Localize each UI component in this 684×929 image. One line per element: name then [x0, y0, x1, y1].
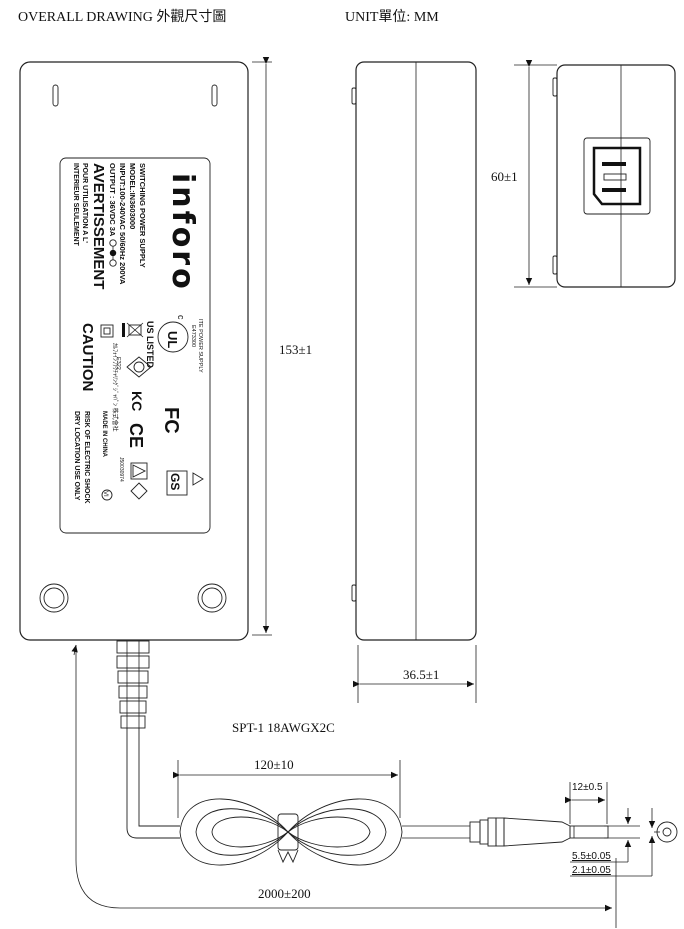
foot-right [197, 583, 227, 613]
ac-inlet-icon [583, 137, 651, 215]
gs-code: J50030974 [118, 457, 124, 482]
e-number: E473300 [190, 325, 196, 347]
class-ii-icon [100, 324, 114, 338]
svg-text:VI: VI [102, 491, 108, 497]
brand-logo: inforo [165, 173, 200, 292]
dimension-plug-id: 2.1±0.05 [570, 808, 656, 877]
drawing-title: OVERALL DRAWING 外觀尺寸圖 [18, 9, 226, 25]
dimension-plug-length-label: 12±0.5 [572, 782, 603, 793]
strain-relief [116, 640, 150, 729]
vent-slot-left [52, 84, 59, 107]
ce-mark: CE [126, 423, 146, 448]
pse-mark [130, 462, 148, 500]
svg-text:c: c [176, 315, 186, 320]
dimension-coil-width-label: 120±10 [254, 757, 294, 772]
side-view [351, 61, 477, 641]
svg-text:US LISTED: US LISTED [145, 321, 155, 369]
dimension-cable-length-label: 2000±200 [258, 886, 311, 901]
polarity-icon [109, 239, 117, 267]
rcm-mark [126, 356, 152, 378]
dimension-length-label: 153±1 [279, 342, 312, 357]
dimension-plug-length: 12±0.5 [565, 782, 608, 824]
warning-fr-line1: POUR UTILISATION A L' [81, 163, 88, 243]
dc-plug [469, 817, 609, 847]
caution-line2: DRY LOCATION USE ONLY [73, 411, 80, 501]
ul-listed-mark: UL c US LISTED [145, 315, 189, 369]
warning-fr-title: AVERTISSEMENT [90, 163, 107, 289]
kc-mark: KC [129, 391, 145, 411]
cable-spec: SPT-1 18AWGX2C [232, 720, 335, 735]
dimension-width: 60±1 [491, 60, 557, 288]
caution-title: CAUTION [79, 323, 96, 391]
cable-coil [179, 798, 403, 866]
dimension-thickness: 36.5±1 [353, 645, 477, 703]
vi-efficiency-mark: VI [101, 489, 113, 501]
weee-bin-icon [122, 322, 144, 338]
product-name: SWITCHING POWER SUPPLY [138, 163, 147, 268]
warning-fr-line2: INTERIEUR SEULEMENT [72, 163, 79, 247]
front-body-outline [19, 61, 249, 641]
dimension-width-label: 60±1 [491, 169, 518, 184]
svg-text:GS: GS [168, 473, 182, 490]
end-view [552, 64, 676, 288]
end-body-outline [556, 64, 676, 288]
output-rating: OUTPUT : 36VDC 3A [108, 163, 117, 237]
front-view: inforo SWITCHING POWER SUPPLY MODEL:IN36… [19, 61, 249, 641]
rating-label [59, 157, 211, 534]
caution-line1: RISK OF ELECTRIC SHOCK [83, 411, 90, 504]
svg-text:UL: UL [165, 331, 180, 348]
foot-left [39, 583, 69, 613]
rating-label-content: inforo SWITCHING POWER SUPPLY MODEL:IN36… [72, 163, 204, 504]
dc-cable [116, 640, 470, 866]
made-in-china: MADE IN CHINA [101, 411, 107, 458]
gs-mark: GS [166, 470, 204, 496]
dimension-plug-od: 5.5±0.05 [570, 808, 640, 863]
dimension-coil-width: 120±10 [173, 757, 401, 818]
dimension-thickness-label: 36.5±1 [403, 667, 439, 682]
plug-end-view [654, 821, 678, 843]
rcm-code: E322 [115, 357, 121, 370]
unit-label: UNIT單位: MM [345, 9, 439, 25]
model-number: MODEL:IN3603000 [128, 163, 137, 229]
fcc-mark: FC [160, 407, 182, 434]
dimension-plug-od-label: 5.5±0.05 [572, 851, 611, 862]
ite-power-supply-text: ITE POWER SUPPLY [197, 319, 203, 373]
dimension-cable-length: 2000±200 [71, 644, 617, 928]
vent-slot-right [211, 84, 218, 107]
dimension-plug-id-label: 2.1±0.05 [572, 865, 611, 876]
svg-text:FC: FC [160, 407, 182, 434]
input-rating: INPUT:100-240VAC 50/60Hz 200VA [118, 163, 127, 285]
dimension-length: 153±1 [252, 57, 312, 636]
japan-importer-text: ｶﾙﾌｫｲﾝﾌｧｸﾁｬﾘﾝｸﾞｼﾞｬﾊﾟﾝ 株式會社 [111, 343, 119, 432]
